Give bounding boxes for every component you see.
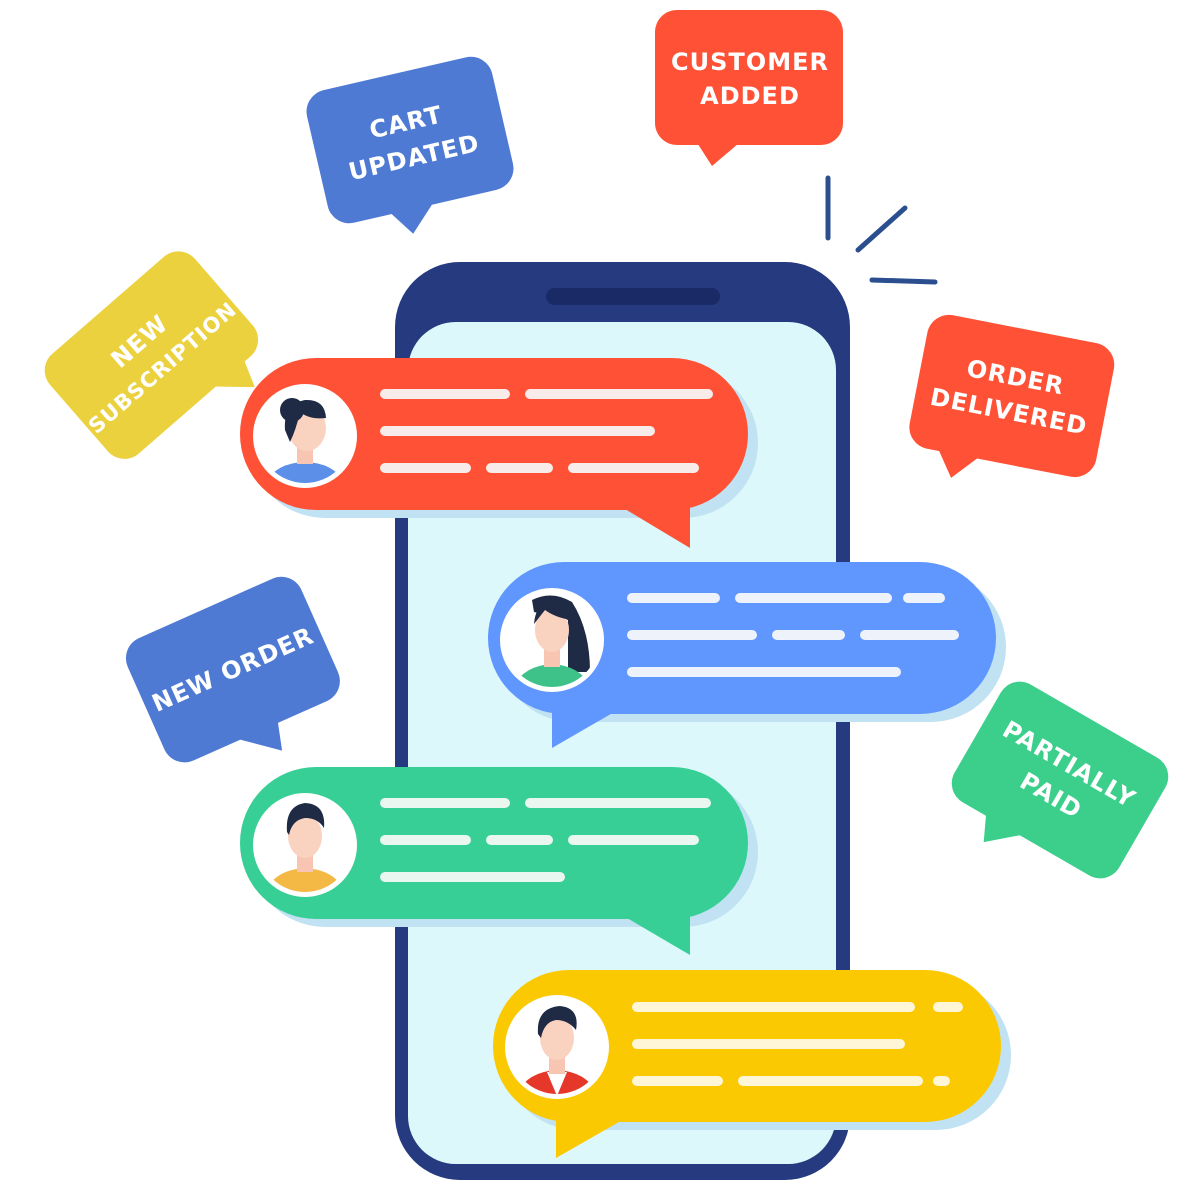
message-lines — [632, 1002, 963, 1086]
chat-bubble-green — [240, 767, 758, 955]
bubble-tail — [552, 700, 635, 748]
tag-customer-added: CUSTOMER ADDED — [655, 10, 843, 166]
message-lines — [627, 593, 959, 677]
tag-customer-added-line1: CUSTOMER — [671, 48, 829, 76]
avatar-man-yellow-shirt-icon — [253, 793, 357, 897]
tag-partially-paid: PARTIALLY PAID — [951, 681, 1169, 879]
avatar-woman-bun-icon — [253, 384, 357, 488]
tag-cart-updated: CART UPDATED — [306, 56, 514, 234]
chat-bubble-yellow — [493, 970, 1011, 1158]
sparkle-lines — [825, 175, 938, 285]
chat-bubble-red — [240, 358, 758, 548]
message-lines — [380, 798, 711, 882]
chat-bubble-blue — [488, 562, 1006, 748]
tag-new-order: NEW ORDER — [125, 576, 340, 763]
avatar-woman-long-hair-icon — [500, 588, 604, 692]
message-lines — [380, 389, 713, 473]
tag-customer-added-line2: ADDED — [700, 82, 800, 110]
phone-screen — [408, 322, 836, 1164]
tag-order-delivered: ORDER DELIVERED — [909, 314, 1115, 478]
tag-new-subscription: NEW SUBSCRIPTION — [44, 251, 259, 459]
bubble-tail — [610, 500, 690, 548]
avatar-man-red-jacket-icon — [505, 995, 609, 1099]
bubble-tail — [610, 908, 690, 955]
phone-speaker — [546, 288, 720, 305]
bubble-tail — [556, 1110, 640, 1158]
